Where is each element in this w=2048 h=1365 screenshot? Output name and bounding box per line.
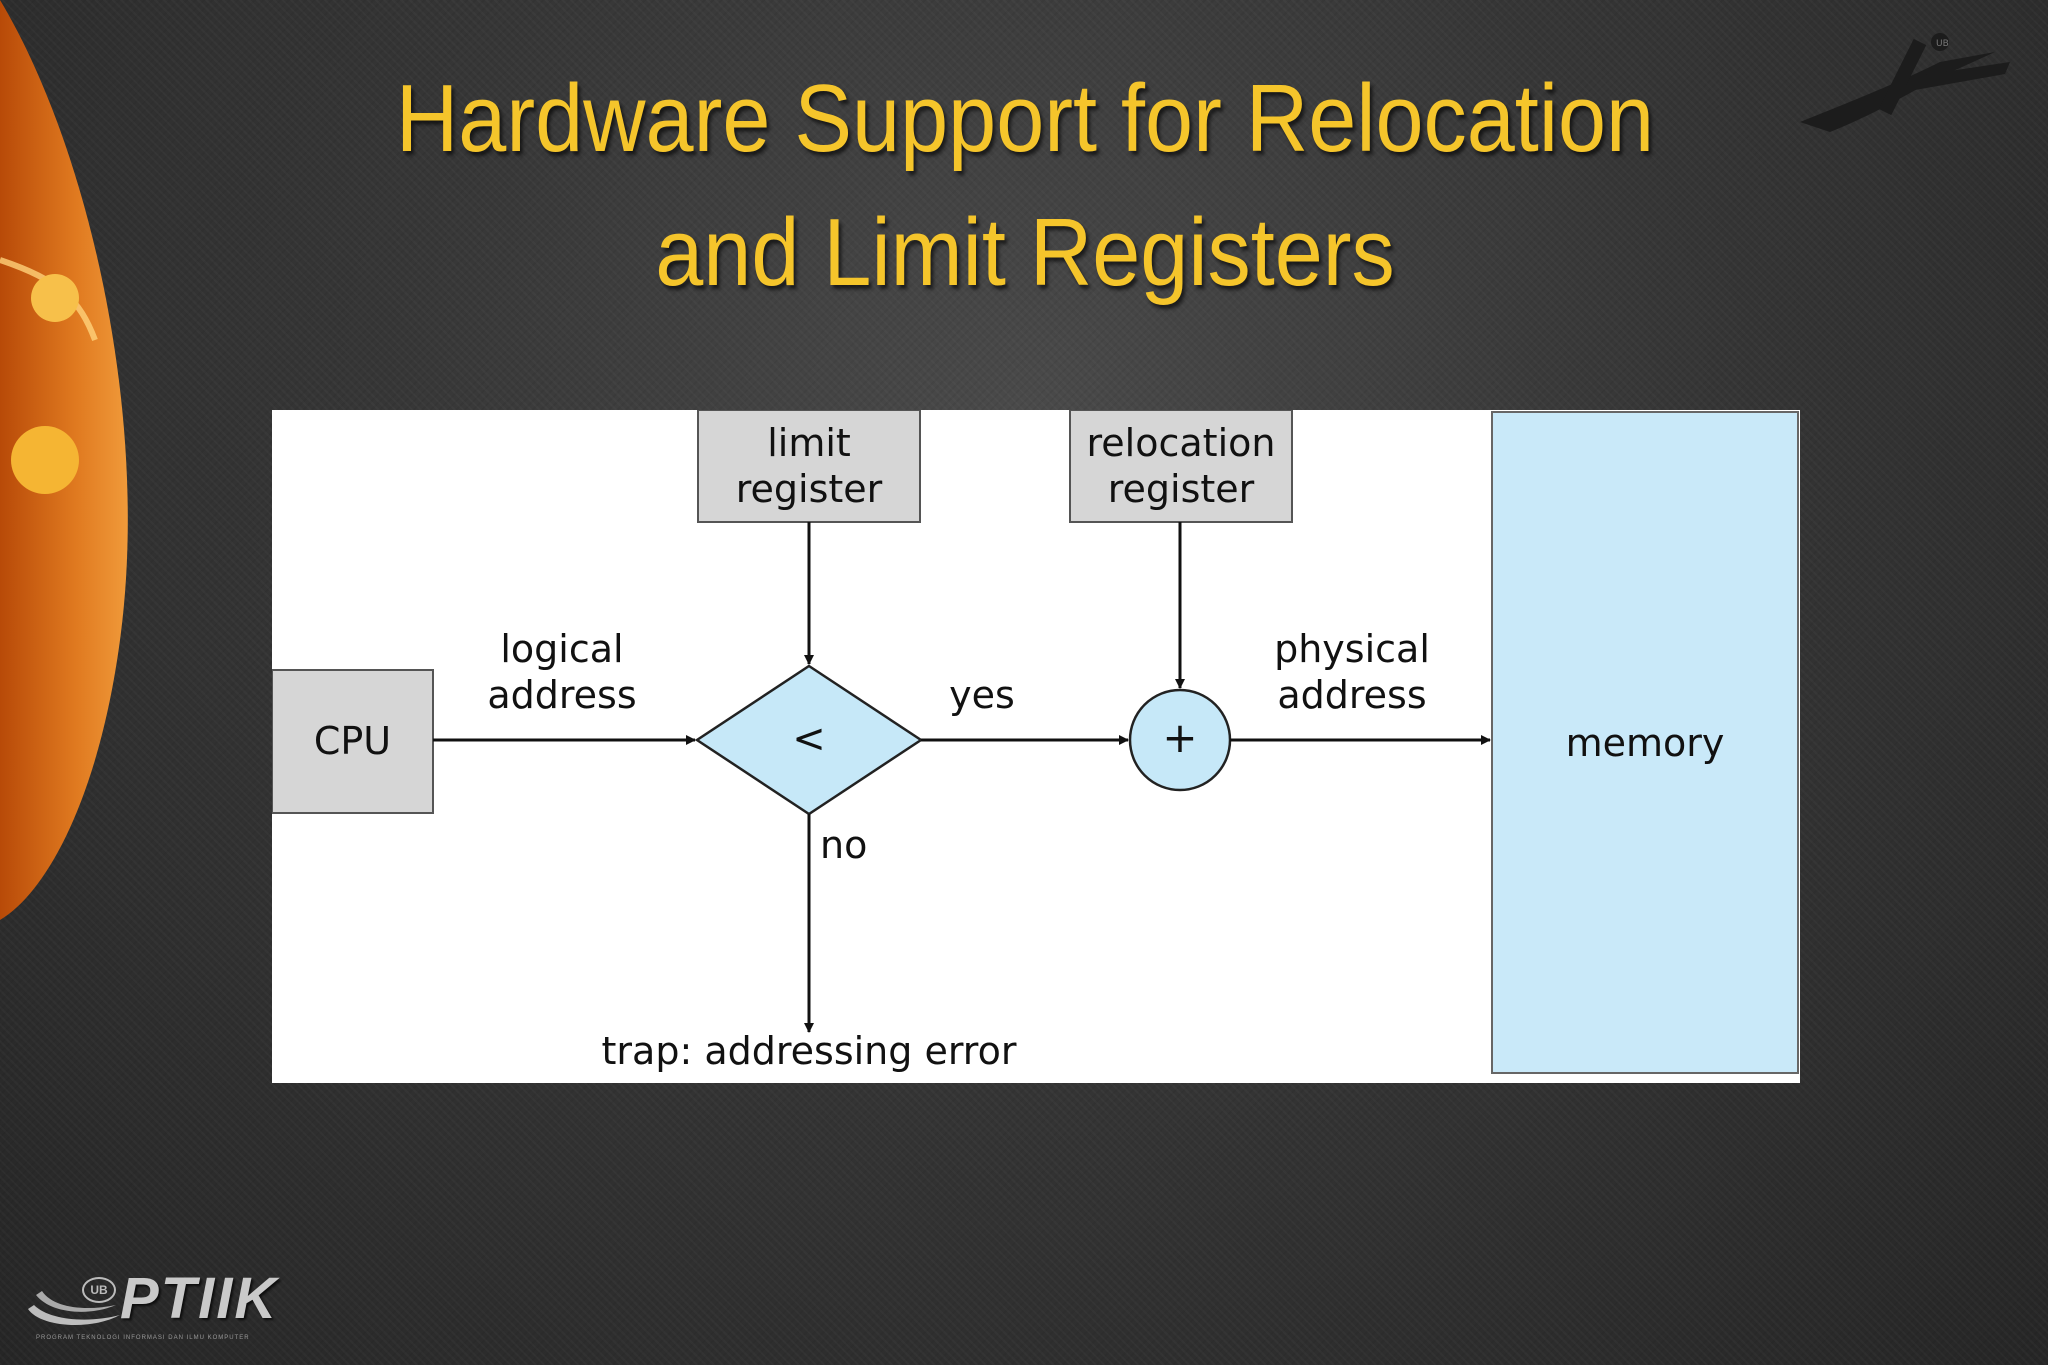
title-line-2: and Limit Registers [655, 199, 1395, 306]
glow-dot-2 [11, 426, 79, 494]
trap-label: trap: addressing error [601, 1029, 1017, 1073]
relocation-diagram: limit register relocation register CPU l… [272, 410, 1800, 1083]
yes-label: yes [949, 673, 1015, 717]
glow-dot-1 [31, 274, 79, 322]
cpu-box [272, 669, 434, 814]
relocation-register-label: relocation register [1086, 421, 1276, 511]
memory-block [1491, 411, 1799, 1074]
top-right-badge: UB [1936, 39, 1949, 49]
physical-address-label: physical address [1274, 627, 1430, 717]
no-label: no [820, 823, 868, 867]
ptiik-name: PTIIK [120, 1266, 279, 1331]
cpu-label: CPU [313, 719, 392, 763]
ptiik-tagline: PROGRAM TEKNOLOGI INFORMASI DAN ILMU KOM… [36, 1335, 250, 1341]
logical-address-label: logical address [487, 627, 637, 717]
adder-symbol: + [1162, 713, 1198, 762]
limit-register-label: limit register [735, 421, 883, 511]
comparator-symbol: < [792, 716, 826, 762]
ub-logo-top-right: UB [1790, 22, 2020, 142]
title-line-1: Hardware Support for Relocation [395, 65, 1655, 172]
memory-label: memory [1565, 721, 1725, 765]
slide-title: Hardware Support for Relocation and Limi… [328, 52, 1723, 320]
ub-badge: UB [82, 1277, 116, 1303]
ptiik-logo: UB PTIIK PROGRAM TEKNOLOGI INFORMASI DAN… [20, 1265, 340, 1355]
limit-register-box [697, 410, 921, 523]
orange-swoosh-decoration [0, 0, 128, 920]
